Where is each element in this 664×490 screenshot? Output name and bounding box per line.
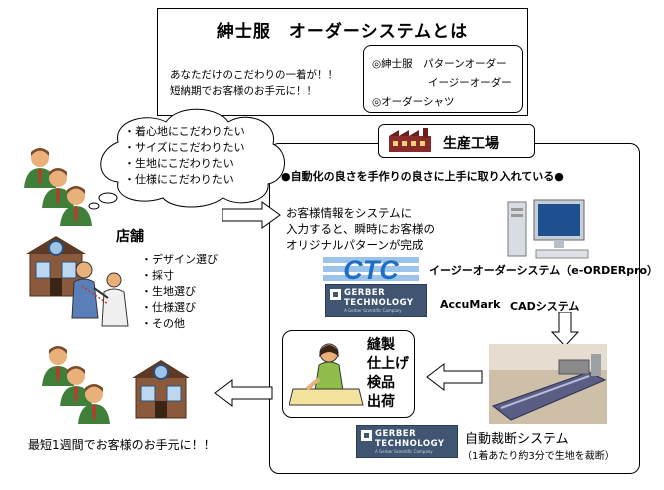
sewing-process-box: 縫製 仕上げ 検品 出荷: [282, 330, 415, 418]
store-step: ・生地選び: [141, 285, 196, 298]
arrow-right-icon: [222, 201, 281, 229]
gerber-mark-icon: [361, 430, 372, 441]
cloud-item: ・着心地にこだわりたい: [124, 125, 245, 138]
factory-tagline: ●自動化の良さを手作りの良さに上手に取り入れている●: [281, 170, 564, 183]
store-step: ・デザイン選び: [141, 253, 218, 266]
tagline-block: あなただけのこだわりの一着が！！ 短納期でお客様のお手元に！！: [170, 67, 338, 99]
product-menu-box: ◎紳士服 パターンオーダー イージーオーダー ◎オーダーシャツ: [363, 45, 523, 113]
factory-title: 生産工場: [443, 136, 499, 152]
menu-line-easy-order: イージーオーダー: [428, 77, 512, 89]
store-step: ・仕様選び: [141, 301, 196, 314]
tagline-line-1: あなただけのこだわりの一着が！！: [170, 69, 338, 81]
ctc-logo-text: CTC: [343, 255, 399, 283]
ctc-logo: CTC: [323, 255, 419, 283]
info-line: オリジナルパターンが完成: [286, 238, 424, 252]
cloud-item: ・生地にこだわりたい: [124, 157, 234, 170]
store-icon: [132, 360, 190, 419]
gerber-logo: GERBER TECHNOLOGY A Gerber Scientific Co…: [325, 284, 427, 317]
arrow-down-icon: [550, 312, 580, 347]
gerber-logo-cutting: GERBER TECHNOLOGY A Gerber Scientific Co…: [356, 425, 458, 458]
factory-label-box: 生産工場: [378, 124, 535, 158]
info-line: お客様情報をシステムに: [286, 206, 413, 220]
page-title: 紳士服 オーダーシステムとは: [216, 22, 469, 42]
accumark-label: AccuMark: [440, 298, 501, 311]
info-line: 入力すると、瞬時にお客様の: [286, 222, 436, 236]
menu-line-shirt: ◎オーダーシャツ: [372, 96, 455, 108]
cloud-item: ・サイズにこだわりたい: [124, 141, 245, 154]
cloud-list: ・着心地にこだわりたい ・サイズにこだわりたい ・生地にこだわりたい ・仕様にこ…: [124, 124, 245, 188]
customers-receiving-icon: [42, 346, 110, 424]
sew-step: 出荷: [367, 394, 395, 410]
auto-cutting-subtitle: （1着あたり約3分で生地を裁断）: [462, 451, 615, 462]
store-steps-list: ・デザイン選び ・採寸 ・生地選び ・仕様選び ・その他: [141, 252, 218, 332]
delivery-note: 最短1週間でお客様のお手元に！！: [28, 438, 216, 452]
store-label: 店舗: [116, 229, 144, 245]
easy-order-system-label: イージーオーダーシステム（e-ORDERpro）: [429, 264, 659, 277]
factory-building-icon: [389, 128, 431, 152]
cloud-item: ・仕様にこだわりたい: [124, 173, 234, 186]
arrow-left-icon: [426, 362, 483, 392]
store-icon: [26, 236, 86, 297]
tagline-line-2: 短納期でお客様のお手元に！！: [170, 85, 317, 97]
arrow-left-icon: [214, 378, 273, 408]
thought-cloud: [88, 108, 285, 210]
computer-icon: [507, 199, 589, 259]
order-system-box: 紳士服 オーダーシステムとは あなただけのこだわりの一着が！！ 短納期でお客様の…: [157, 8, 528, 116]
sew-step: 縫製: [367, 337, 395, 353]
menu-line-suit: ◎紳士服 パターンオーダー: [372, 58, 507, 70]
auto-cutting-title: 自動裁断システム: [465, 432, 569, 447]
sew-step: 仕上げ: [367, 356, 409, 372]
sewing-steps: 縫製 仕上げ 検品 出荷: [367, 336, 409, 412]
tailor-measuring-icon: [71, 261, 129, 327]
gerber-mark-icon: [330, 289, 341, 300]
seamstress-icon: [289, 343, 364, 406]
store-step: ・採寸: [141, 269, 174, 282]
customers-group-icon: [24, 148, 92, 226]
cad-system-label: CADシステム: [510, 300, 580, 313]
sew-step: 検品: [367, 375, 395, 391]
store-step: ・その他: [141, 317, 185, 330]
system-input-text: お客様情報をシステムに 入力すると、瞬時にお客様の オリジナルパターンが完成: [286, 205, 435, 253]
cutting-machine-image: [489, 344, 607, 424]
